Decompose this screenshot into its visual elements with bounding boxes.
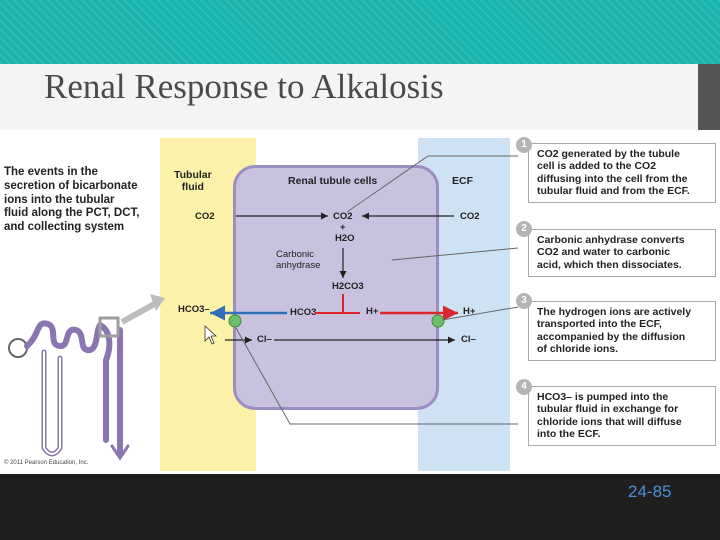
intro-line: fluid along the PCT, DCT, — [4, 207, 140, 220]
co2-tubular-label: CO2 — [195, 211, 215, 222]
chloride-ecf-label: Cl– — [461, 334, 476, 345]
dissociation-split — [315, 294, 344, 314]
step-4-badge: 4 — [516, 379, 532, 395]
intro-line: The events in the — [4, 166, 98, 178]
callout-2 — [391, 247, 519, 261]
step-1-badge: 1 — [516, 137, 532, 153]
chloride-tubular-label: Cl– — [257, 334, 272, 345]
tubular-fluid-label: Tubular fluid — [174, 169, 212, 193]
renal-tubule-cell — [233, 165, 439, 410]
callout-3 — [441, 306, 519, 321]
co2-ecf-label: CO2 — [460, 211, 480, 222]
top-decorative-band — [0, 0, 720, 64]
h2o-label: H2O — [335, 233, 355, 244]
intro-line: and collecting system — [4, 221, 125, 234]
step-2-badge: 2 — [516, 221, 532, 237]
figure-intro-text: The events in the secretion of bicarbona… — [4, 166, 139, 235]
intro-line: ions into the tubular — [4, 193, 115, 206]
step-3-box: The hydrogen ions are actively transport… — [528, 301, 716, 361]
hco3-tubular-label: HCO3– — [178, 304, 210, 315]
hco3-cell-label: HCO3– — [290, 307, 322, 318]
callout-1 — [346, 155, 518, 213]
right-edge-panel — [698, 64, 720, 130]
plus-sign: + — [340, 222, 346, 233]
step-4-box: HCO3– is pumped into the tubular fluid i… — [528, 386, 716, 446]
ecf-label: ECF — [452, 175, 473, 187]
renal-tubule-cells-label: Renal tubule cells — [288, 175, 378, 187]
nephron-diagram — [8, 316, 130, 461]
cursor-icon — [204, 325, 218, 345]
step-3-badge: 3 — [516, 293, 532, 309]
step-2-box: Carbonic anhydrase converts CO2 and wate… — [528, 229, 716, 277]
co2-cell-label: CO2 — [333, 211, 353, 222]
slide-page-number: 24-85 — [628, 482, 672, 501]
h-ion-pump — [431, 314, 445, 328]
intro-line: secretion of bicarbonate — [4, 179, 138, 192]
h2co3-label: H2CO3 — [332, 281, 364, 292]
slide-title: Renal Response to Alkalosis — [44, 67, 444, 106]
step-1-box: CO2 generated by the tubule cell is adde… — [528, 143, 716, 203]
nephron-pointer-arrow — [120, 299, 160, 325]
callout-4 — [235, 327, 518, 425]
carbonic-anhydrase-label: Carbonic anhydrase — [276, 249, 321, 271]
h-ion-cell-label: H+ — [366, 306, 379, 317]
hco3-cl-exchanger — [228, 314, 242, 328]
copyright-text: © 2011 Pearson Education, Inc. — [4, 460, 89, 466]
h-ion-ecf-label: H+ — [463, 306, 476, 317]
